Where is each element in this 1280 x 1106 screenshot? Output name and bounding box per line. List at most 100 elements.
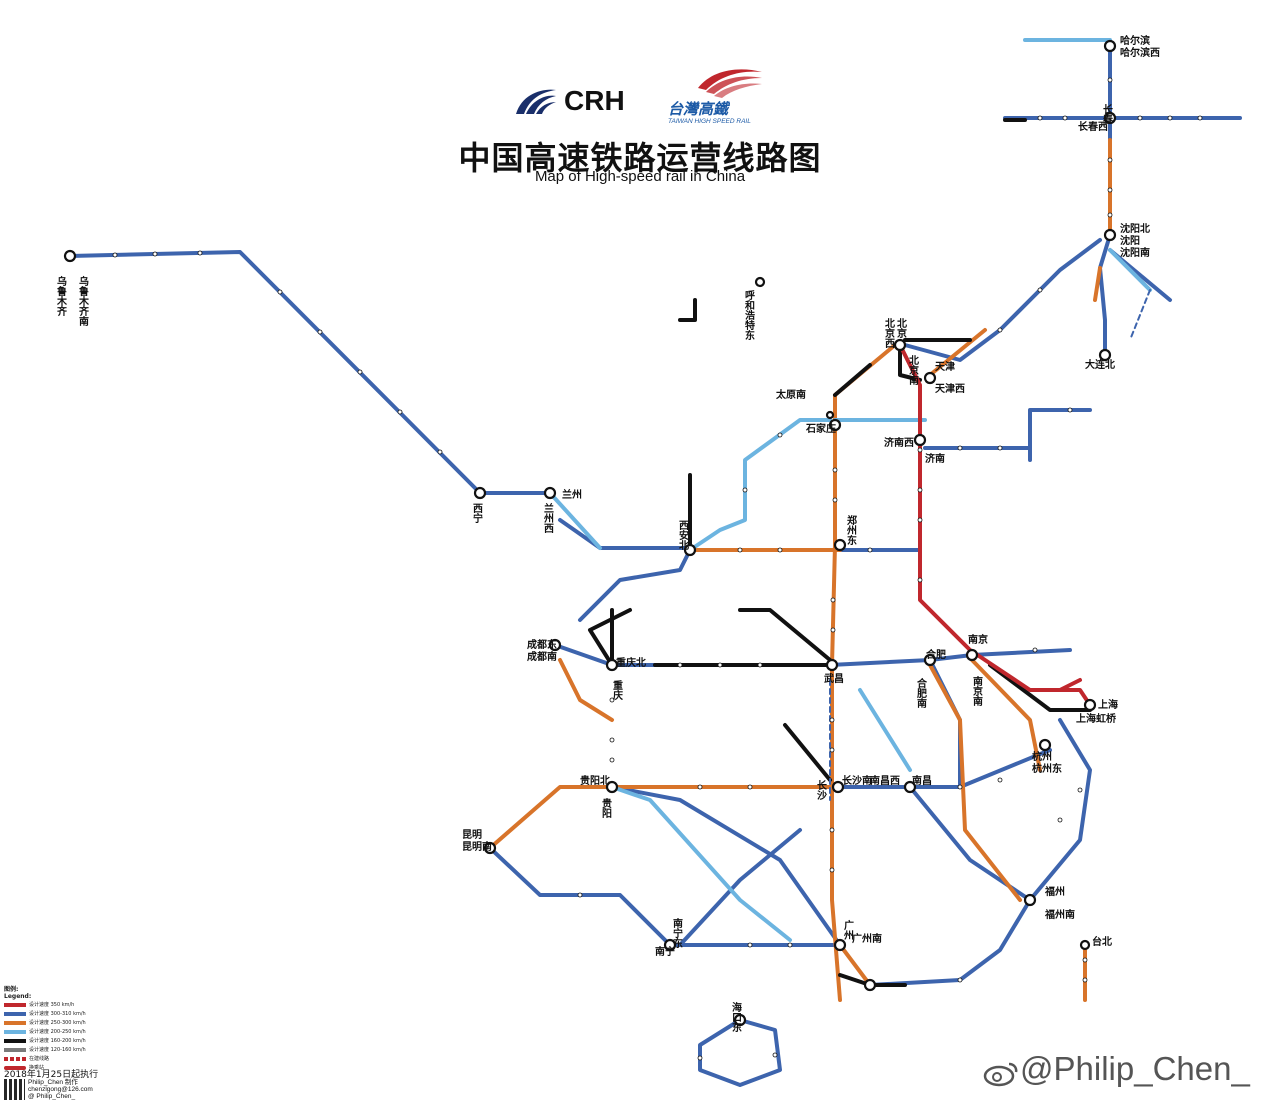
legend-swatch bbox=[4, 1056, 26, 1061]
label-nanning-east: 南宁东 bbox=[671, 917, 683, 949]
label-chengdu-east: 成都东 bbox=[527, 638, 557, 651]
label-lanzhou-west: 兰州西 bbox=[542, 502, 555, 534]
station-hangzhou[interactable] bbox=[1038, 738, 1052, 752]
legend-row: 在建线路 bbox=[4, 1054, 94, 1063]
stop bbox=[742, 487, 748, 493]
stop bbox=[609, 757, 615, 763]
station-urumqi[interactable] bbox=[63, 249, 77, 263]
stop bbox=[737, 547, 743, 553]
station-hohhot[interactable] bbox=[754, 276, 766, 288]
lines-300kmh bbox=[68, 44, 1242, 1087]
station-wuhan[interactable] bbox=[825, 658, 839, 672]
label-guangzhou-south: 广州南 bbox=[852, 932, 882, 945]
thsr-logo-cn: 台灣高鐵 bbox=[668, 100, 729, 118]
station-changsha-south[interactable] bbox=[831, 780, 845, 794]
label-beijing-west: 北京西 bbox=[883, 317, 895, 349]
station-shenzhen-north[interactable] bbox=[863, 978, 877, 992]
station-nanjing[interactable] bbox=[965, 648, 979, 662]
stop bbox=[397, 409, 403, 415]
line-qingrong bbox=[1028, 408, 1092, 450]
station-shijiazhuang[interactable] bbox=[828, 418, 842, 432]
stop bbox=[832, 497, 838, 503]
station-shanghai[interactable] bbox=[1083, 698, 1097, 712]
station-xian-north[interactable] bbox=[683, 543, 697, 557]
thsr-logo-en: TAIWAN HIGH SPEED RAIL bbox=[668, 118, 751, 125]
station-tianjin[interactable] bbox=[923, 371, 937, 385]
station-beijing[interactable] bbox=[893, 338, 907, 352]
stop bbox=[697, 784, 703, 790]
station-fuzhou[interactable] bbox=[1023, 893, 1037, 907]
label-haikou-east: 海口东 bbox=[730, 1001, 742, 1033]
station-nanning[interactable] bbox=[663, 938, 677, 952]
stop bbox=[357, 369, 363, 375]
stop bbox=[1077, 787, 1083, 793]
stop bbox=[829, 717, 835, 723]
stop bbox=[1107, 212, 1113, 218]
station-lanzhou[interactable] bbox=[543, 486, 557, 500]
station-guangzhou-south[interactable] bbox=[833, 938, 847, 952]
label-taipei: 台北 bbox=[1092, 935, 1112, 948]
line-shiyan bbox=[738, 608, 832, 662]
stop bbox=[1107, 157, 1113, 163]
station-taiyuan[interactable] bbox=[825, 410, 835, 420]
legend-label: 设计速度 160-200 km/h bbox=[29, 1038, 86, 1044]
label-hangzhou: 杭州 bbox=[1032, 750, 1052, 763]
station-kunming[interactable] bbox=[483, 841, 497, 855]
label-changsha: 长沙 bbox=[815, 779, 827, 801]
station-haikou[interactable] bbox=[733, 1013, 747, 1027]
line-huning-old bbox=[988, 663, 1092, 712]
legend: 图例: Legend: 设计速度 350 km/h 设计速度 300-310 k… bbox=[4, 984, 94, 1072]
line-hening bbox=[828, 653, 974, 667]
line-hefu bbox=[928, 658, 962, 789]
station-harbin[interactable] bbox=[1103, 39, 1117, 53]
line-baotou bbox=[678, 298, 697, 322]
line-chengyu bbox=[553, 643, 614, 667]
station-chongqing[interactable] bbox=[605, 658, 619, 672]
stops bbox=[112, 77, 1203, 1061]
label-fuzhou: 福州 bbox=[1044, 885, 1065, 898]
stop bbox=[917, 577, 923, 583]
station-xining[interactable] bbox=[473, 486, 487, 500]
station-dalian[interactable] bbox=[1098, 348, 1112, 362]
station-zhengzhou-east[interactable] bbox=[833, 538, 847, 552]
label-shenyang: 沈阳 bbox=[1120, 234, 1140, 247]
line-xibao bbox=[578, 548, 692, 622]
stop bbox=[830, 627, 836, 633]
station-shenyang[interactable] bbox=[1103, 228, 1117, 242]
line-dalian bbox=[1093, 266, 1102, 302]
label-guiyang-north: 贵阳北 bbox=[580, 774, 610, 787]
label-shijiazhuang: 石家庄 bbox=[805, 422, 836, 435]
station-changchun[interactable] bbox=[1103, 111, 1117, 125]
label-beijing-south: 北京南 bbox=[907, 354, 919, 386]
label-hefei: 合肥 bbox=[925, 648, 946, 661]
credit-weibo: @ Philip_Chen_ bbox=[28, 1093, 76, 1100]
stop bbox=[1107, 77, 1113, 83]
stop bbox=[1057, 817, 1063, 823]
stop bbox=[1197, 115, 1203, 121]
label-dalian-north: 大连北 bbox=[1085, 358, 1115, 371]
station-nanchang[interactable] bbox=[903, 780, 917, 794]
station-taipei[interactable] bbox=[1079, 939, 1091, 951]
stop bbox=[1062, 115, 1068, 121]
label-changsha-south: 长沙南 bbox=[842, 774, 872, 787]
legend-label: 在建线路 bbox=[29, 1056, 50, 1062]
stop bbox=[829, 827, 835, 833]
line-hainan-loop bbox=[698, 1018, 782, 1087]
effective-date: 2018年1月25日起执行 bbox=[4, 1070, 99, 1080]
station-jinan-west[interactable] bbox=[913, 433, 927, 447]
station-guiyang[interactable] bbox=[605, 780, 619, 794]
label-hohhot-east: 呼和浩特东 bbox=[743, 289, 756, 341]
label-harbin: 哈尔滨 bbox=[1120, 34, 1150, 47]
label-zhengzhou-east: 郑州东 bbox=[845, 514, 858, 546]
label-chengdu-south: 成都南 bbox=[527, 650, 557, 663]
legend-label: 设计速度 300-310 km/h bbox=[29, 1011, 86, 1017]
station-hefei[interactable] bbox=[923, 653, 937, 667]
stop bbox=[1082, 957, 1088, 963]
stop bbox=[112, 252, 118, 258]
station-chengdu[interactable] bbox=[548, 638, 562, 652]
crh-logo-text: CRH bbox=[564, 85, 625, 116]
label-nanjing-south: 南京南 bbox=[971, 675, 983, 707]
stop bbox=[787, 942, 793, 948]
stop bbox=[609, 737, 615, 743]
label-guiyang: 贵阳 bbox=[600, 797, 612, 819]
